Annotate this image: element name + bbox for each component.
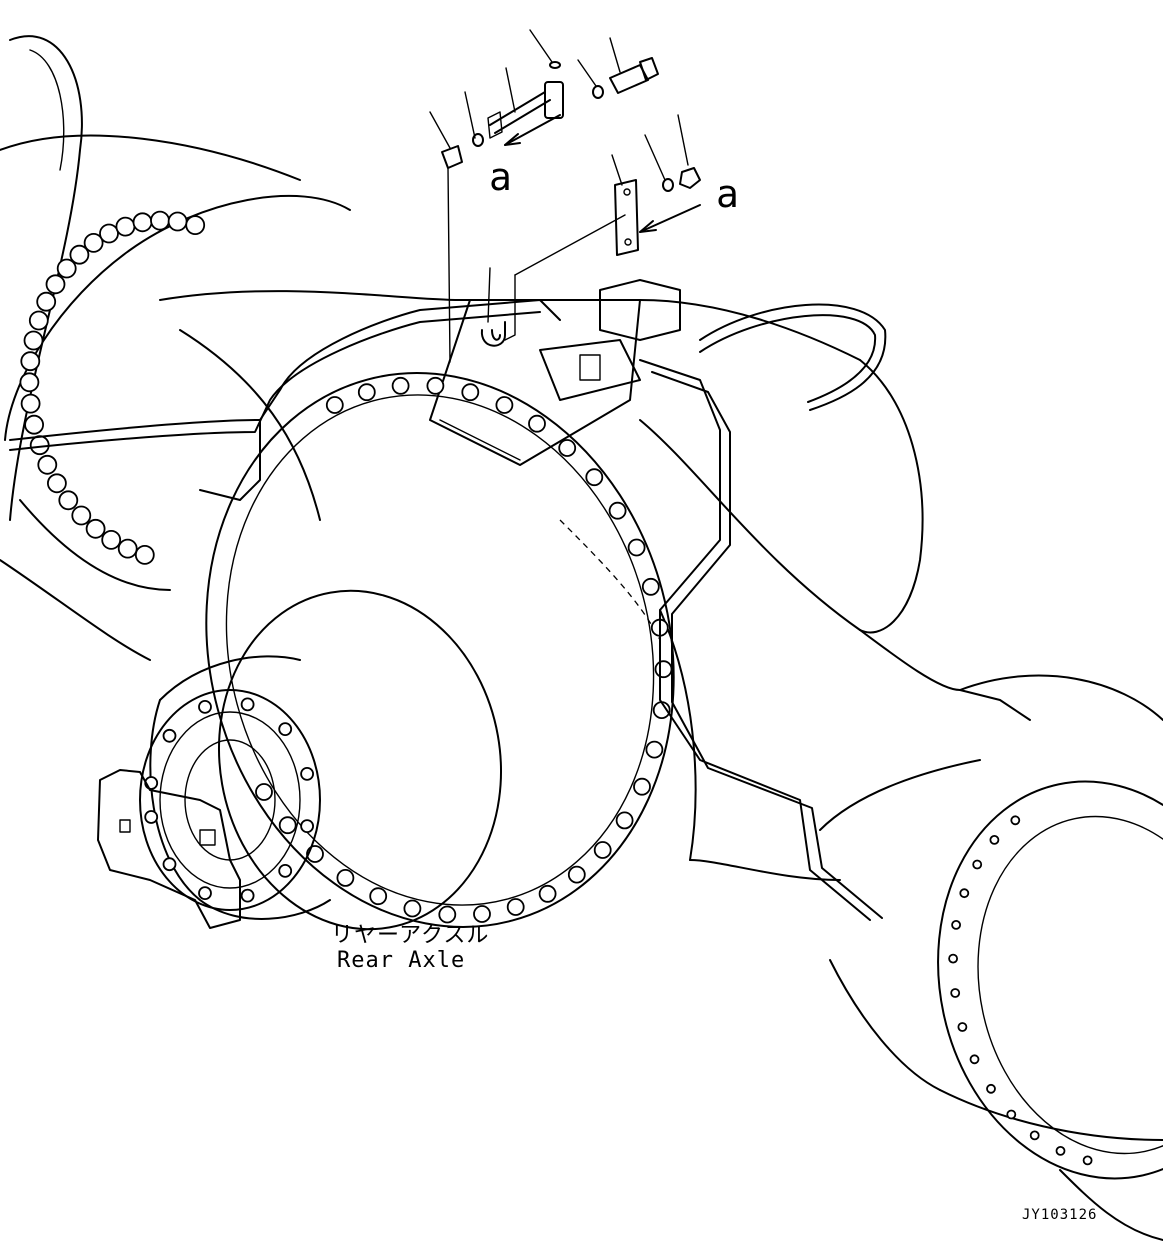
bolt-head xyxy=(357,383,376,402)
leader-lines xyxy=(429,29,701,363)
bolt-head xyxy=(37,454,58,475)
bolt-head xyxy=(278,816,297,835)
bolt-head xyxy=(101,530,122,550)
bolt-head xyxy=(198,700,212,714)
bolt-head xyxy=(132,212,153,233)
bolt-head xyxy=(645,740,664,759)
bolt-head xyxy=(45,274,66,295)
bolt-head xyxy=(150,210,170,231)
output-yoke xyxy=(97,769,241,929)
bolt-head xyxy=(117,538,138,559)
bolt-head xyxy=(1010,815,1021,826)
bolt-head xyxy=(633,777,651,796)
bolt-head xyxy=(567,865,586,884)
bolt-head xyxy=(99,223,119,244)
left-hub-bolt-ring xyxy=(19,210,206,565)
bolt-head xyxy=(426,376,445,395)
bolt-head xyxy=(654,660,673,679)
bolt-head xyxy=(495,396,514,414)
bolt-head xyxy=(278,722,293,736)
bolt-head xyxy=(369,887,388,906)
bolt-head xyxy=(167,211,188,232)
bolt-head xyxy=(115,216,136,237)
bolt-head xyxy=(403,899,422,918)
bolt-head xyxy=(627,538,646,557)
bolt-head xyxy=(58,490,79,511)
caption-japanese: リヤーアクスル xyxy=(331,923,489,948)
bolt-head xyxy=(28,310,49,331)
bolt-head xyxy=(300,767,315,781)
bolt-head xyxy=(20,351,41,372)
bolt-head xyxy=(69,244,90,265)
center-flange-bolts xyxy=(255,376,673,924)
bolt-head xyxy=(391,376,410,395)
bolt-head xyxy=(950,988,961,998)
bolt-head xyxy=(438,905,457,924)
bolt-head xyxy=(608,501,627,520)
bolt-head xyxy=(641,577,660,596)
bolt-head xyxy=(255,783,273,801)
right-wheel-hub xyxy=(819,674,1163,1241)
bolt-head xyxy=(185,215,206,236)
bolt-head xyxy=(19,372,40,393)
bolt-head xyxy=(585,468,604,487)
bolt-head xyxy=(134,545,155,565)
bolt-head xyxy=(1006,1109,1017,1120)
bolt-head xyxy=(528,414,546,433)
front-hub-drum xyxy=(139,589,502,931)
front-hub-bolts xyxy=(144,697,315,903)
reference-label-a: a xyxy=(716,172,739,216)
left-wheel-hub xyxy=(0,35,351,661)
axle-housing xyxy=(159,290,961,881)
right-hub-bolts xyxy=(948,815,1093,1166)
bolt-head xyxy=(473,905,491,923)
bolt-head xyxy=(71,505,92,526)
bolt-head xyxy=(240,888,255,903)
bolt-head xyxy=(1029,1130,1040,1141)
bolt-head xyxy=(615,811,634,830)
bolt-head xyxy=(56,258,77,279)
bolt-head xyxy=(957,1022,968,1032)
bolt-head xyxy=(593,841,612,859)
bolt-head xyxy=(1055,1146,1066,1156)
bolt-head xyxy=(948,953,958,964)
bolt-head xyxy=(162,728,177,743)
bolt-head xyxy=(972,859,983,870)
drawing-code: JY103126 xyxy=(1022,1207,1097,1223)
reference-label-a: a xyxy=(489,155,512,199)
bolt-head xyxy=(989,835,1000,845)
bolt-head xyxy=(83,232,104,253)
bolt-head xyxy=(325,396,344,414)
bolt-head xyxy=(986,1083,996,1094)
bolt-head xyxy=(240,697,255,712)
bolt-head xyxy=(558,439,577,457)
bolt-head xyxy=(20,393,41,414)
bolt-head xyxy=(85,518,106,539)
bolt-head xyxy=(538,884,557,903)
valve-block xyxy=(539,279,681,401)
bolt-head xyxy=(461,383,480,402)
bolt-head xyxy=(47,473,67,494)
bolt-head xyxy=(969,1054,980,1065)
bolt-head xyxy=(144,810,159,824)
bolt-head xyxy=(336,869,355,887)
bolt-head xyxy=(23,330,44,351)
bolt-head xyxy=(36,291,57,312)
brake-tubes xyxy=(9,299,1031,921)
exploded-parts xyxy=(441,57,701,347)
bolt-head xyxy=(506,898,525,916)
caption-english: Rear Axle xyxy=(337,948,465,973)
center-flange xyxy=(205,372,675,928)
bolt-head xyxy=(278,864,293,878)
bolt-head xyxy=(198,886,212,900)
bolt-head xyxy=(24,414,44,435)
bolt-head xyxy=(300,819,315,833)
bolt-head xyxy=(1082,1155,1093,1166)
bolt-head xyxy=(162,857,177,872)
bolt-head xyxy=(959,888,970,899)
bolt-head xyxy=(951,920,961,930)
